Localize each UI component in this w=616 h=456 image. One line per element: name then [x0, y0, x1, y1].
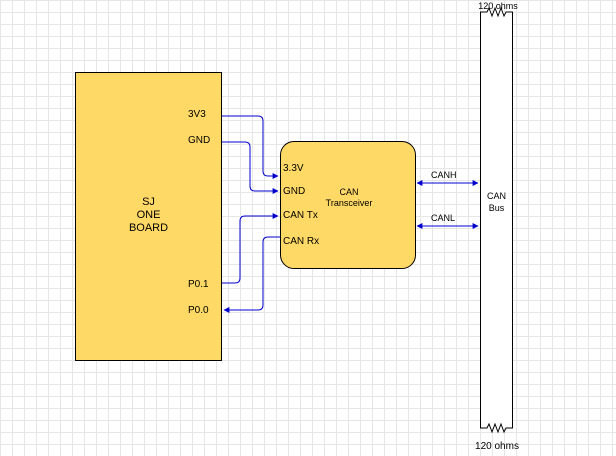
wire-can-tx[interactable]: [222, 213, 279, 284]
wire-3v3[interactable]: [222, 115, 279, 179]
sj-one-board-block[interactable]: [75, 72, 222, 361]
transceiver-title-line-1: CAN: [339, 187, 359, 197]
canh-label: CANH: [431, 170, 457, 180]
transceiver-pin-tx-label: CAN Tx: [283, 210, 318, 221]
sj-pin-p00-label: P0.0: [188, 305, 209, 316]
bus-title-line-2: Bus: [488, 203, 505, 213]
transceiver-title-line-2: Transceiver: [325, 198, 373, 208]
wire-gnd[interactable]: [222, 141, 279, 194]
bottom-resistor-symbol: [480, 422, 513, 434]
sj-board-title-line-1: SJ: [142, 196, 155, 208]
sj-pin-3v3-label: 3V3: [188, 109, 206, 120]
sj-pin-gnd-label: GND: [188, 135, 211, 146]
bottom-resistor-label: 120 ohms: [475, 441, 519, 452]
transceiver-pin-3v3-label: 3.3V: [283, 163, 304, 174]
sj-pin-p01-label: P0.1: [188, 279, 209, 290]
top-resistor-label: 120 ohms: [478, 1, 518, 11]
top-resistor-symbol: [480, 6, 513, 18]
sj-board-title-line-2: ONE: [136, 209, 161, 221]
canl-label: CANL: [431, 213, 456, 223]
bus-title-line-1: CAN: [486, 191, 506, 201]
transceiver-pin-rx-label: CAN Rx: [283, 236, 320, 247]
wire-can-rx[interactable]: [223, 236, 280, 313]
can-transceiver-block[interactable]: [280, 141, 416, 269]
sj-board-title-line-3: BOARD: [128, 222, 169, 234]
can-bus-block[interactable]: [480, 12, 513, 428]
transceiver-pin-gnd-label: GND: [283, 186, 306, 197]
